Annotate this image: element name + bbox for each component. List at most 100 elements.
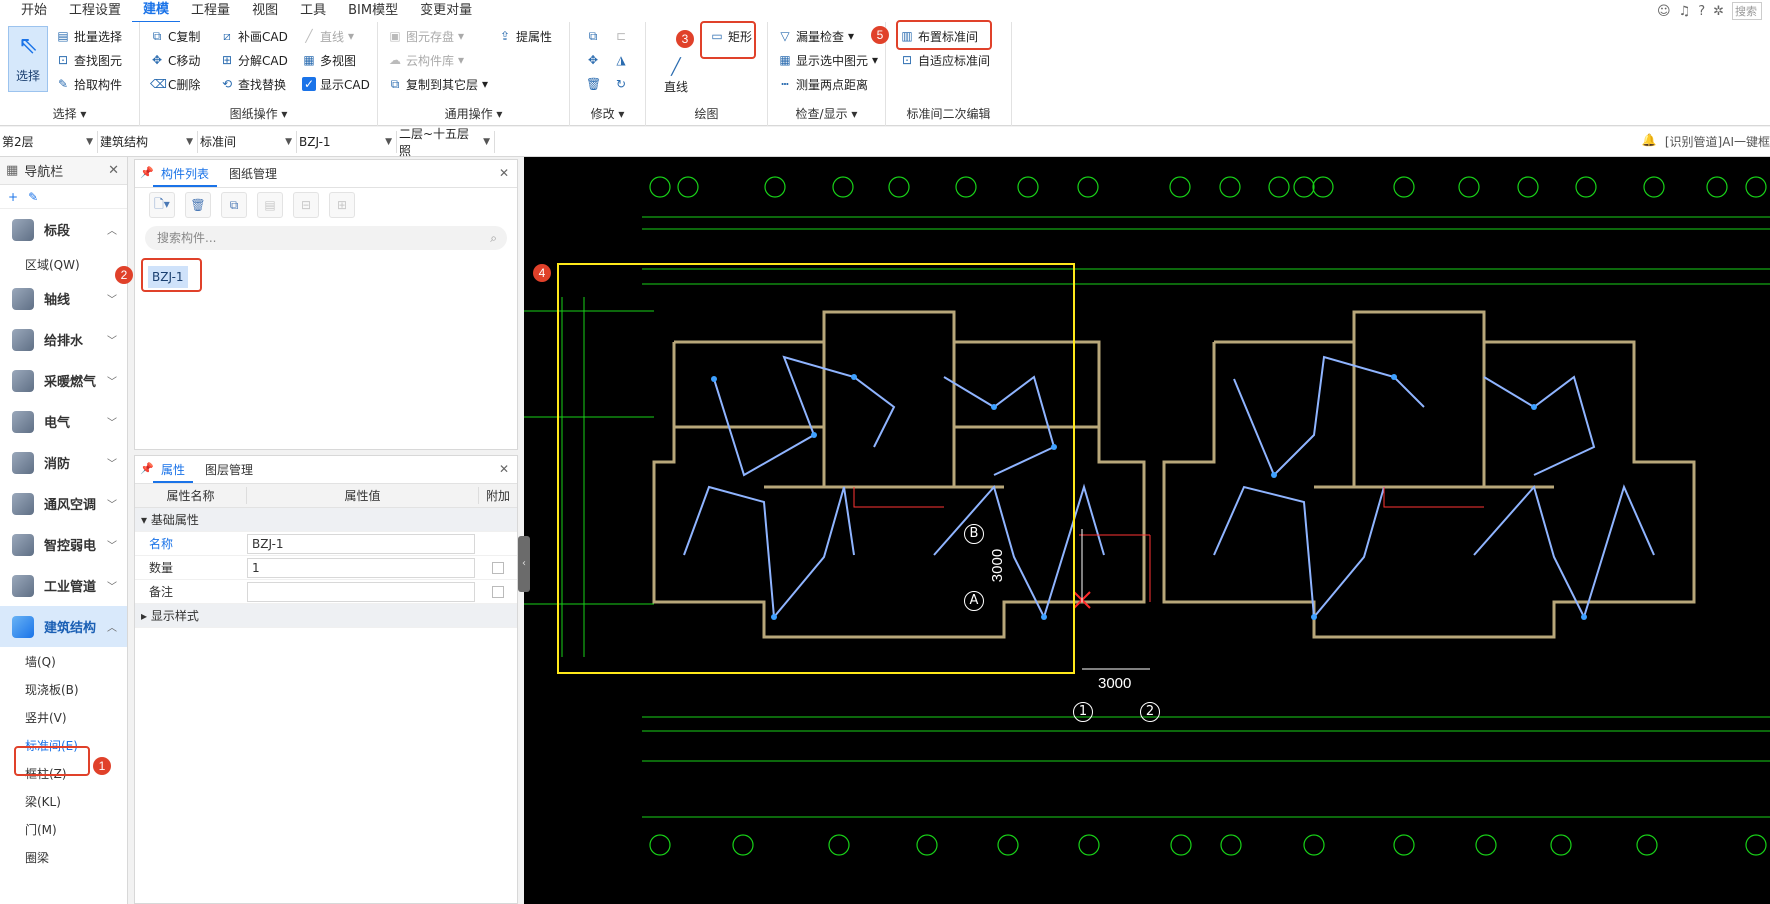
- menu-quantity[interactable]: 工程量: [191, 3, 231, 18]
- cad-canvas[interactable]: 3000 3000 A B 1 2 4: [524, 157, 1770, 904]
- delete-component-button[interactable]: 🗑: [185, 192, 211, 218]
- modify-mirror-button[interactable]: ◮: [614, 50, 628, 70]
- discipline-select[interactable]: 建筑结构▼: [98, 130, 198, 153]
- edit-icon[interactable]: ✎: [28, 189, 39, 204]
- menu-bim-model[interactable]: BIM模型: [348, 3, 399, 18]
- prop-name-field[interactable]: BZJ-1: [247, 533, 475, 554]
- redraw-cad-button[interactable]: ⧄补画CAD: [220, 26, 288, 46]
- c-copy-button[interactable]: ⧉C复制: [150, 26, 201, 46]
- menu-change-check[interactable]: 变更对量: [420, 3, 473, 18]
- element-save-dropdown[interactable]: ▣图元存盘▾: [389, 29, 465, 44]
- nav-cat-building[interactable]: 建筑结构︿: [0, 606, 127, 647]
- prop-remark-checkbox[interactable]: [492, 585, 504, 598]
- nav-sub-shaft[interactable]: 竖井(V): [25, 710, 67, 725]
- find-replace-button[interactable]: ⟲查找替换: [221, 77, 287, 92]
- chevron-up-icon: ︿: [107, 226, 117, 237]
- find-element-button[interactable]: ⊡查找图元: [57, 53, 123, 68]
- line-dropdown[interactable]: ╱直线▾: [302, 26, 354, 46]
- tab-properties[interactable]: 属性: [153, 457, 194, 483]
- menu-view[interactable]: 视图: [252, 3, 279, 18]
- type-select[interactable]: 标准间▼: [198, 130, 297, 153]
- adaptive-std-room-button[interactable]: ⊡自适应标准间: [901, 53, 991, 68]
- tab-component-list[interactable]: 构件列表: [153, 161, 218, 187]
- nav-cat-smart[interactable]: 智控弱电﹀: [0, 524, 127, 565]
- component-item-bzj1[interactable]: BZJ-1: [148, 266, 188, 288]
- section-basic[interactable]: ▾ 基础属性: [135, 508, 517, 532]
- help-icon[interactable]: ?: [1698, 3, 1706, 19]
- add-icon[interactable]: +: [8, 189, 19, 204]
- draw-rect-button[interactable]: ▭矩形: [711, 29, 753, 44]
- multi-view-button[interactable]: ▦多视图: [303, 53, 357, 68]
- user-icon[interactable]: ☺: [1656, 3, 1671, 19]
- modify-move-button[interactable]: ✥: [586, 50, 600, 70]
- floor-select[interactable]: 第2层▼: [0, 130, 98, 153]
- top-search-input[interactable]: 搜索: [1732, 2, 1762, 20]
- pick-component-button[interactable]: ✎拾取构件: [57, 77, 123, 92]
- cloud-library-dropdown[interactable]: ☁云构件库▾: [389, 53, 465, 68]
- nav-sub-region[interactable]: 区域(QW): [25, 257, 80, 272]
- modify-rotate-button[interactable]: ↻: [614, 74, 628, 94]
- nav-cat-heating[interactable]: 采暖燃气﹀: [0, 360, 127, 401]
- nav-cat-plumbing[interactable]: 给排水﹀: [0, 319, 127, 360]
- leak-check-dropdown[interactable]: ▽漏量检查▾: [778, 26, 854, 46]
- layer-component-button[interactable]: ▤: [257, 192, 283, 218]
- nav-sub-ring-beam[interactable]: 圈梁: [25, 850, 50, 865]
- modify-copy-button[interactable]: ⧉: [586, 26, 600, 46]
- nav-sub-door[interactable]: 门(M): [25, 822, 57, 837]
- measure-distance-button[interactable]: ┅测量两点距离: [778, 74, 868, 94]
- batch-select-button[interactable]: ▤批量选择: [57, 29, 123, 44]
- nav-sub-slab[interactable]: 现浇板(B): [25, 682, 79, 697]
- copy-to-layer-dropdown[interactable]: ⧉复制到其它层▾: [388, 74, 488, 94]
- nav-cat-section[interactable]: 标段︿: [0, 209, 127, 250]
- pin-icon[interactable]: 📌: [140, 462, 154, 475]
- fan-icon: [12, 492, 34, 515]
- menu-tools[interactable]: 工具: [300, 3, 327, 18]
- modify-extend-button[interactable]: ⊏: [614, 26, 628, 46]
- tab-layer-manage[interactable]: 图层管理: [205, 463, 254, 477]
- callout-badge-5: 5: [871, 26, 889, 44]
- menu-modeling[interactable]: 建模: [132, 0, 181, 23]
- select-button[interactable]: ⇖ 选择: [8, 26, 48, 92]
- close-icon[interactable]: ✕: [498, 166, 509, 180]
- explode-cad-button[interactable]: ⊞分解CAD: [221, 53, 288, 68]
- close-icon[interactable]: ✕: [498, 462, 509, 476]
- prop-quantity-checkbox[interactable]: [492, 561, 504, 574]
- nav-cat-fire[interactable]: 消防﹀: [0, 442, 127, 483]
- show-selected-dropdown[interactable]: ▦显示选中图元▾: [779, 53, 879, 68]
- nav-sub-column[interactable]: 框柱(Z): [25, 766, 67, 781]
- menu-start[interactable]: 开始: [21, 3, 48, 18]
- copy-component-button[interactable]: ⧉: [221, 192, 247, 218]
- show-cad-checkbox[interactable]: ✓显示CAD: [302, 77, 370, 92]
- nav-sub-std-room[interactable]: 标准间(E): [25, 738, 78, 753]
- c-move-button[interactable]: ✥C移动: [151, 53, 201, 68]
- drawing-select[interactable]: 二层~十五层照▼: [397, 127, 495, 158]
- tab-drawing-manage[interactable]: 图纸管理: [229, 167, 278, 181]
- section-display-style[interactable]: ▸ 显示样式: [135, 604, 517, 628]
- nav-cat-axis[interactable]: 轴线﹀: [0, 278, 127, 319]
- modify-delete-button[interactable]: 🗑: [586, 74, 601, 94]
- extract-property-button[interactable]: ⇪提属性: [499, 29, 553, 44]
- notice-bar[interactable]: 🔔[识别管道]AI一键框: [1641, 133, 1770, 149]
- sort-component-button[interactable]: ⊞: [329, 192, 355, 218]
- nav-cat-hvac[interactable]: 通风空调﹀: [0, 483, 127, 524]
- draw-line-button[interactable]: ╱直线: [664, 57, 689, 95]
- caret-down-icon: ▼: [186, 136, 193, 147]
- close-icon[interactable]: ✕: [108, 163, 119, 178]
- component-search-input[interactable]: 搜索构件...⌕: [145, 226, 507, 250]
- pin-icon[interactable]: 📌: [140, 166, 154, 179]
- gear-icon[interactable]: ✲: [1713, 3, 1724, 19]
- nav-sub-beam[interactable]: 梁(KL): [25, 794, 61, 809]
- place-std-room-button[interactable]: ▥布置标准间: [901, 29, 979, 44]
- headset-icon[interactable]: ♫: [1678, 3, 1691, 19]
- menu-project-settings[interactable]: 工程设置: [69, 3, 122, 18]
- c-delete-button[interactable]: ⌫C删除: [150, 77, 201, 92]
- prop-remark-field[interactable]: [247, 581, 475, 602]
- prop-quantity-field[interactable]: 1: [247, 557, 475, 578]
- new-component-button[interactable]: 🗋▾: [149, 192, 175, 218]
- component-select[interactable]: BZJ-1▼: [297, 130, 397, 153]
- nav-sub-wall[interactable]: 墙(Q): [25, 654, 56, 669]
- nav-cat-industrial[interactable]: 工业管道﹀: [0, 565, 127, 606]
- collapse-handle[interactable]: ‹: [518, 536, 530, 592]
- filter-component-button[interactable]: ⊟: [293, 192, 319, 218]
- nav-cat-electrical[interactable]: 电气﹀: [0, 401, 127, 442]
